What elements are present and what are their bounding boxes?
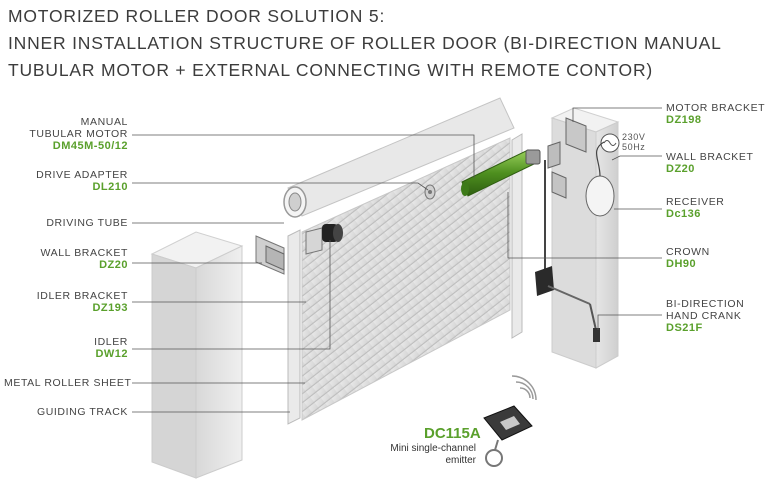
label-idler-bracket: IDLER BRACKET DZ193 (36, 290, 128, 314)
title-line-1: MOTORIZED ROLLER DOOR SOLUTION 5: (8, 6, 386, 26)
motor-bracket (547, 117, 587, 169)
receiver (585, 141, 615, 217)
left-wall-bracket (255, 235, 285, 275)
label-receiver: RECEIVER Dc136 (666, 196, 725, 220)
roller-sheet (283, 97, 515, 421)
left-leader-lines (132, 134, 475, 413)
power-supply-label: 230V 50Hz (622, 132, 646, 152)
drive-adapter (424, 184, 436, 200)
right-wall-bracket (551, 171, 567, 199)
label-guiding-track: GUIDING TRACK (36, 406, 128, 418)
title-line-2: INNER INSTALLATION STRUCTURE OF ROLLER D… (8, 33, 722, 53)
guiding-tracks (287, 133, 523, 425)
remote-emitter (483, 375, 537, 467)
label-wall-bracket-right: WALL BRACKET DZ20 (666, 151, 754, 175)
label-wall-bracket-left: WALL BRACKET DZ20 (40, 247, 128, 271)
label-hand-crank: BI-DIRECTION HAND CRANK DS21F (666, 298, 745, 334)
label-metal-roller-sheet: METAL ROLLER SHEET (4, 377, 132, 389)
hand-crank (535, 160, 600, 342)
emitter-description: Mini single-channel emitter (390, 443, 476, 466)
label-drive-adapter: DRIVE ADAPTER DL210 (36, 169, 128, 193)
label-driving-tube: DRIVING TUBE (46, 217, 128, 229)
title-line-3: TUBULAR MOTOR + EXTERNAL CONNECTING WITH… (8, 60, 654, 80)
tubular-motor (461, 149, 541, 197)
left-wall-pillar (150, 231, 244, 479)
emitter-code: DC115A (424, 425, 481, 442)
idler-assembly (305, 224, 343, 255)
right-leader-lines (507, 107, 662, 330)
label-motor-bracket: MOTOR BRACKET DZ198 (666, 102, 766, 126)
label-crown: CROWN DH90 (666, 246, 710, 270)
label-tubular-motor: MANUAL TUBULAR MOTOR DM45M-50/12 (29, 116, 128, 152)
label-idler: IDLER DW12 (94, 336, 128, 360)
